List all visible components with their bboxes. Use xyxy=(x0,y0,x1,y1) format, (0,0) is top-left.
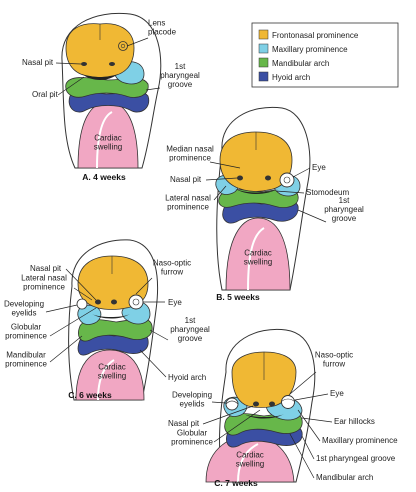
label-nasal-pit: Nasal pit xyxy=(170,175,202,184)
cardiac-swelling xyxy=(225,217,291,291)
caption-c-6-weeks: C. 6 weeks xyxy=(68,390,112,400)
legend-swatch-frontonasal xyxy=(258,29,269,40)
label-nasal-pit: Nasal pit xyxy=(30,264,62,273)
nasal-pit-left xyxy=(81,62,87,66)
label-ear-hillocks: Ear hillocks xyxy=(334,417,375,426)
mandibular-prominence xyxy=(78,318,153,342)
nasal-pit-left xyxy=(253,401,259,407)
mouth xyxy=(92,314,130,319)
eye-right xyxy=(281,395,295,409)
legend-label-maxillary: Maxillary prominence xyxy=(272,45,348,54)
nasal-pit-right xyxy=(109,62,115,66)
nasal-pit-left xyxy=(95,299,101,305)
nasal-pit-right xyxy=(265,175,271,181)
caption-a: A. 4 weeks xyxy=(82,172,126,182)
label-eye: Eye xyxy=(330,389,344,398)
lens-placode xyxy=(118,41,128,51)
label-nasal-pit: Nasal pit xyxy=(22,58,54,67)
mouth xyxy=(244,414,284,419)
oral-pit xyxy=(82,74,118,80)
legend: Frontonasal prominence Maxillary promine… xyxy=(251,22,399,88)
legend-swatch-maxillary xyxy=(258,43,269,54)
label-nasal-pit: Nasal pit xyxy=(168,419,200,428)
nasal-pit-right xyxy=(269,401,275,407)
label-hyoid-arch: Hyoid arch xyxy=(168,373,206,382)
label-maxillary-prominence: Maxillary prominence xyxy=(322,436,398,445)
legend-swatch-mandibular xyxy=(258,57,269,68)
legend-label-frontonasal: Frontonasal prominence xyxy=(272,31,359,40)
eye-left xyxy=(225,397,239,411)
nasal-pit-left xyxy=(237,175,243,181)
cardiac-swelling xyxy=(75,349,145,401)
caption-c-7-weeks: C. 7 weeks xyxy=(214,478,258,488)
label-oral-pit: Oral pit xyxy=(32,90,59,99)
legend-label-mandibular: Mandibular arch xyxy=(272,59,329,68)
label-eye: Eye xyxy=(312,163,326,172)
label-pharyngeal-groove: 1st pharyngeal groove xyxy=(316,454,396,463)
label-mandibular-arch: Mandibular arch xyxy=(316,473,373,482)
eye-left xyxy=(76,298,88,310)
label-eye: Eye xyxy=(168,298,182,307)
stomodeum xyxy=(234,188,280,194)
label-stomodeum: Stomodeum xyxy=(306,188,349,197)
caption-b: B. 5 weeks xyxy=(216,292,260,302)
nasal-pit-right xyxy=(111,299,117,305)
legend-swatch-hyoid xyxy=(258,71,269,82)
legend-label-hyoid: Hyoid arch xyxy=(272,73,310,82)
